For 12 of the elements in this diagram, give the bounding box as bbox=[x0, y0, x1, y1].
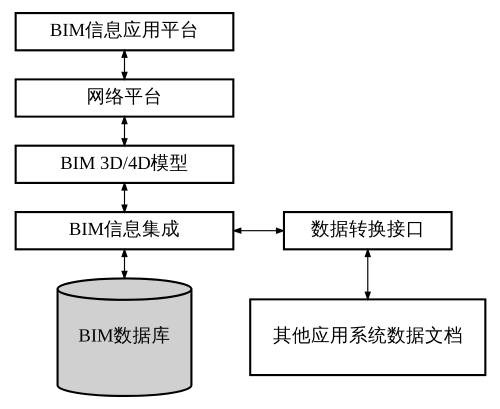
arrow bbox=[120, 48, 128, 82]
arrow bbox=[120, 248, 128, 280]
node-box: 其他应用系统数据文档 bbox=[248, 298, 486, 376]
node-box: 数据转换接口 bbox=[282, 211, 452, 250]
arrow bbox=[232, 227, 285, 234]
arrow bbox=[120, 181, 128, 214]
node-box: BIM 3D/4D模型 bbox=[14, 144, 234, 184]
arrow bbox=[120, 114, 128, 148]
node-box: BIM信息集成 bbox=[14, 211, 234, 250]
arrow bbox=[364, 248, 371, 301]
node-box: BIM信息应用平台 bbox=[14, 12, 234, 52]
node-box: 网络平台 bbox=[14, 78, 234, 118]
